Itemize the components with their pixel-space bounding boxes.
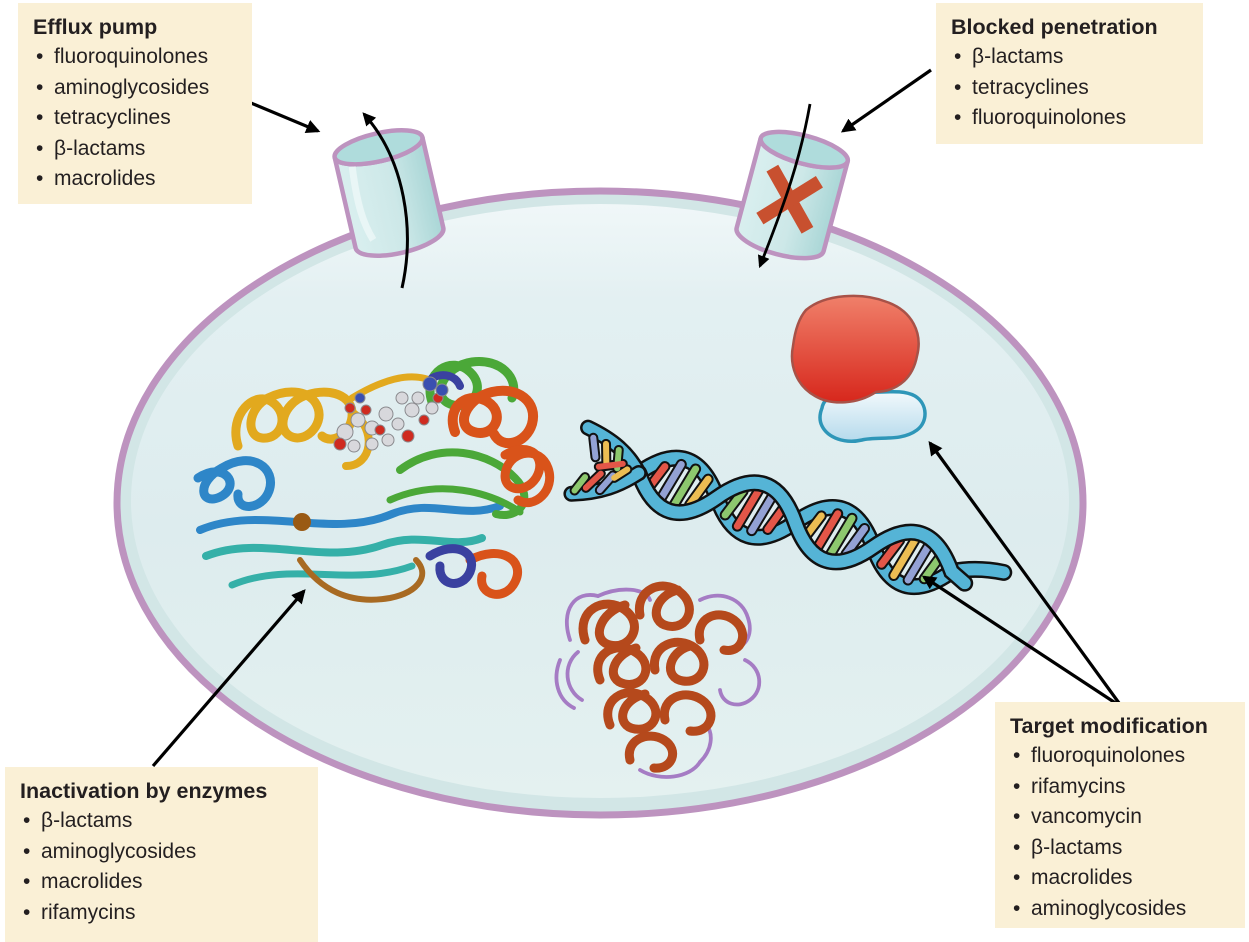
blocked-porin-channel xyxy=(734,129,851,261)
list-item: aminoglycosides xyxy=(20,837,306,868)
blocked-label-arrow xyxy=(840,68,932,133)
inactivation-drug-list: β-lactams aminoglycosides macrolides rif… xyxy=(20,806,306,928)
list-item: β-lactams xyxy=(33,134,240,165)
ribosome-illustration xyxy=(790,294,927,443)
list-item: tetracyclines xyxy=(33,103,240,134)
target-modification-title: Target modification xyxy=(1010,714,1208,738)
blocked-penetration-label-box: Blocked penetration β-lactams tetracycli… xyxy=(936,3,1203,144)
list-item: aminoglycosides xyxy=(33,73,240,104)
dna-base-pairs xyxy=(641,458,949,586)
efflux-pump-channel xyxy=(332,128,446,258)
inactivation-by-enzymes-label-box: Inactivation by enzymes β-lactams aminog… xyxy=(5,767,318,942)
target-label-arrow-dna xyxy=(921,575,1121,708)
list-item: β-lactams xyxy=(951,42,1191,73)
efflux-pump-drug-list: fluoroquinolones aminoglycosides tetracy… xyxy=(33,42,240,195)
blocked-x-icon xyxy=(756,164,823,234)
target-protein-illustration xyxy=(554,581,762,779)
list-item: aminoglycosides xyxy=(1010,894,1233,925)
dna-frayed-bases xyxy=(569,432,633,496)
label-pointer-arrows xyxy=(151,68,1121,768)
list-item: fluoroquinolones xyxy=(33,42,240,73)
list-item: tetracyclines xyxy=(951,73,1191,104)
inactivation-by-enzymes-title: Inactivation by enzymes xyxy=(20,779,268,803)
list-item: rifamycins xyxy=(20,898,306,929)
list-item: macrolides xyxy=(1010,863,1233,894)
efflux-label-arrow xyxy=(250,101,321,134)
efflux-flow-arrow xyxy=(362,112,409,289)
ribosome-large-subunit xyxy=(790,294,920,404)
list-item: macrolides xyxy=(20,867,306,898)
list-item: fluoroquinolones xyxy=(1010,741,1233,772)
blocked-penetration-drug-list: β-lactams tetracyclines fluoroquinolones xyxy=(951,42,1191,134)
list-item: fluoroquinolones xyxy=(951,103,1191,134)
list-item: rifamycins xyxy=(1010,772,1233,803)
list-item: macrolides xyxy=(33,164,240,195)
cytoplasm xyxy=(131,204,1069,798)
list-item: vancomycin xyxy=(1010,802,1233,833)
target-modification-drug-list: fluoroquinolones rifamycins vancomycin β… xyxy=(1010,741,1233,924)
bound-antibiotic-molecule xyxy=(333,376,449,453)
target-modification-label-box: Target modification fluoroquinolones rif… xyxy=(995,702,1245,928)
list-item: β-lactams xyxy=(1010,833,1233,864)
dna-helix-illustration xyxy=(563,419,1013,596)
efflux-pump-label-box: Efflux pump fluoroquinolones aminoglycos… xyxy=(18,3,252,204)
blocked-penetration-title: Blocked penetration xyxy=(951,15,1158,39)
blocked-flow-arrow xyxy=(757,103,812,269)
list-item: β-lactams xyxy=(20,806,306,837)
inactivation-label-arrow xyxy=(151,589,306,768)
enzyme-protein-illustration xyxy=(193,357,555,603)
target-label-arrow-ribosome xyxy=(928,440,1121,704)
efflux-pump-title: Efflux pump xyxy=(33,15,158,39)
